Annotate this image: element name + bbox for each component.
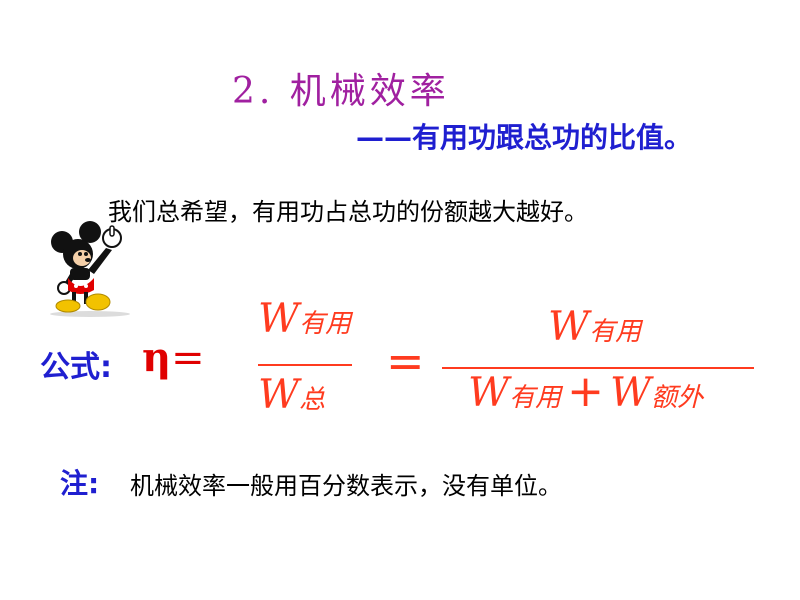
fraction1-numerator-sub: 有用 [299,309,352,339]
fraction1-denominator-w: W [258,372,300,418]
slide-subtitle: ——有用功跟总功的比值。 [356,121,693,154]
fraction1-denominator-sub: 总 [299,385,326,415]
note-text: 机械效率一般用百分数表示，没有单位。 [130,472,562,500]
equals-sign-big: = [386,334,425,388]
fraction2-denominator-sub1: 有用 [509,383,562,413]
fraction2-denominator-w1: W [468,370,510,416]
fraction2-numerator: W有用 [548,304,641,350]
description-text: 我们总希望，有用功占总功的份额越大越好。 [108,198,588,226]
eta-char: η [142,334,172,381]
fraction1-line [258,364,352,366]
equals-sign-small: = [171,335,205,381]
plus-sign: + [567,366,605,417]
fraction1-denominator: W总 [258,372,325,418]
fraction2-line [442,367,754,369]
fraction2-denominator-sub2: 额外 [651,383,704,413]
mickey-mouse-illustration [50,221,130,317]
fraction2-numerator-sub: 有用 [589,317,642,347]
fraction1-numerator: W有用 [258,296,351,342]
fraction2-denominator: W有用+W额外 [468,366,703,417]
fraction2-numerator-w: W [548,304,590,350]
formula-label: 公式: [40,350,112,385]
eta-symbol: η= [142,334,205,381]
slide-title: 2. 机械效率 [232,71,450,112]
fraction2-denominator-w2: W [610,370,652,416]
note-label: 注: [60,467,100,500]
fraction1-numerator-w: W [258,296,300,342]
